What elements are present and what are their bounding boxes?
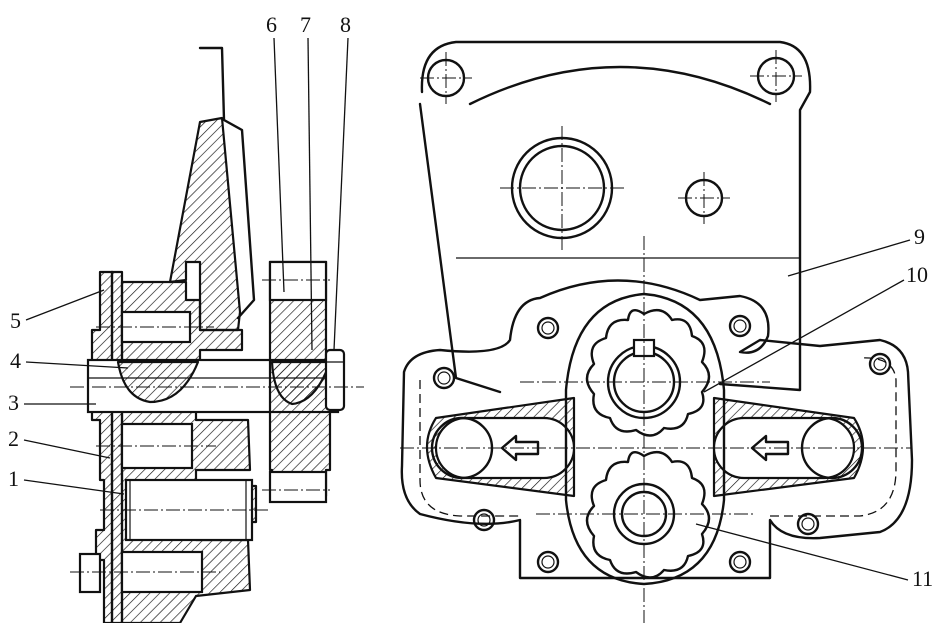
- shaft-nut: [324, 348, 346, 412]
- callout-7: 7: [300, 12, 311, 37]
- bracket-small-hole: [678, 172, 730, 224]
- woodruff-key: [116, 360, 200, 404]
- bracket-arm: [198, 46, 256, 320]
- callout-9: 9: [914, 224, 925, 249]
- pump-body-outline: [400, 279, 914, 580]
- driven-gear-front: [585, 450, 711, 579]
- callouts: 1 2 3 4 5 6 7 8 9 10 11: [8, 12, 933, 591]
- callout-11: 11: [912, 566, 933, 591]
- callout-8: 8: [340, 12, 351, 37]
- bolt-hole-2: [728, 314, 752, 338]
- bolt-hole-4: [868, 352, 892, 376]
- mounting-bracket: [418, 40, 812, 394]
- callout-6: 6: [266, 12, 277, 37]
- bolt-hole-6: [796, 512, 820, 536]
- bolt-hole-1: [536, 316, 560, 340]
- callout-3: 3: [8, 390, 19, 415]
- gear-cavity: [564, 292, 726, 586]
- callout-4: 4: [10, 348, 21, 373]
- bottom-bolt-head: [78, 552, 102, 594]
- callout-1: 1: [8, 466, 19, 491]
- callout-5: 5: [10, 308, 21, 333]
- bolt-hole-5: [472, 508, 496, 532]
- bracket-hole-top-right: [750, 50, 802, 102]
- drive-gear-front: [585, 308, 711, 437]
- bracket-large-bore: [500, 126, 624, 250]
- bolt-hole-7: [536, 550, 560, 574]
- callout-2: 2: [8, 426, 19, 451]
- callout-10: 10: [906, 262, 928, 287]
- bolt-hole-3: [432, 366, 456, 390]
- side-section-view: [70, 46, 364, 623]
- front-view: [400, 40, 914, 623]
- bracket-hole-top-left: [420, 52, 472, 104]
- bolt-hole-8: [728, 550, 752, 574]
